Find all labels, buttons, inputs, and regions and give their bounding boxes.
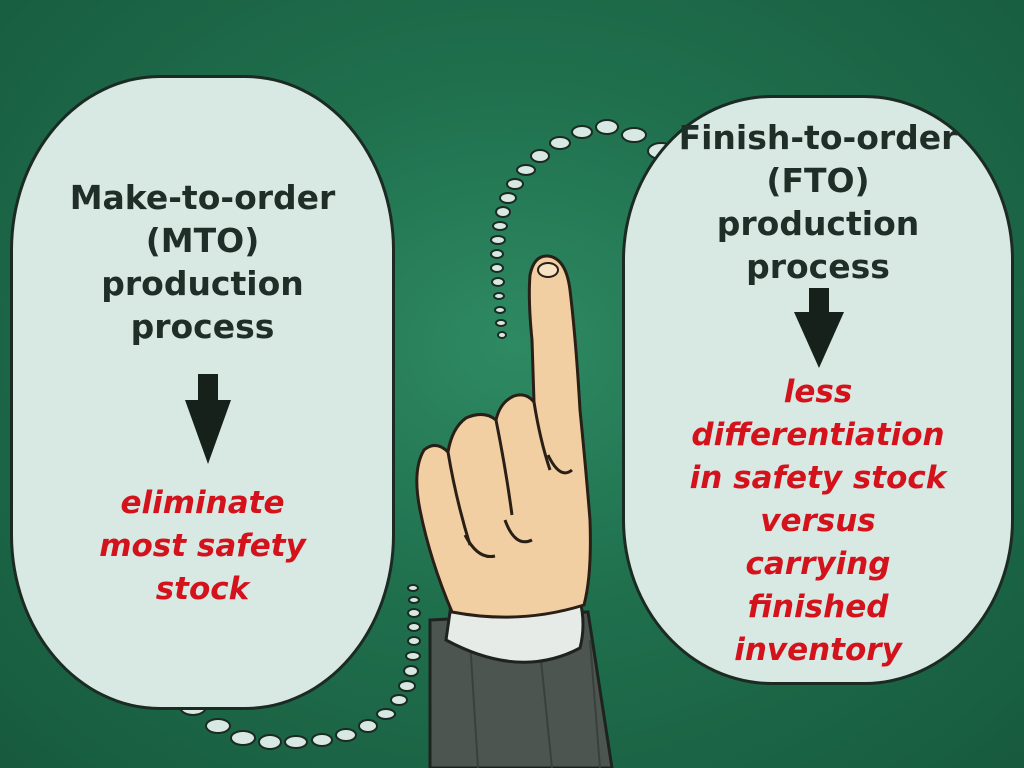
fto-result: less differentiation in safety stock ver… xyxy=(689,374,947,668)
down-arrow-icon xyxy=(794,288,844,368)
mto-thought-bubble: Make-to-order (MTO) production process e… xyxy=(10,75,395,710)
mto-title: Make-to-order (MTO) production process xyxy=(69,178,336,346)
mto-result: eliminate most safety stock xyxy=(99,485,306,607)
fto-thought-bubble: Finish-to-order (FTO) production process… xyxy=(622,95,1014,685)
down-arrow-icon xyxy=(185,374,231,464)
fto-title: Finish-to-order (FTO) production process xyxy=(678,118,958,286)
hand xyxy=(415,254,592,619)
